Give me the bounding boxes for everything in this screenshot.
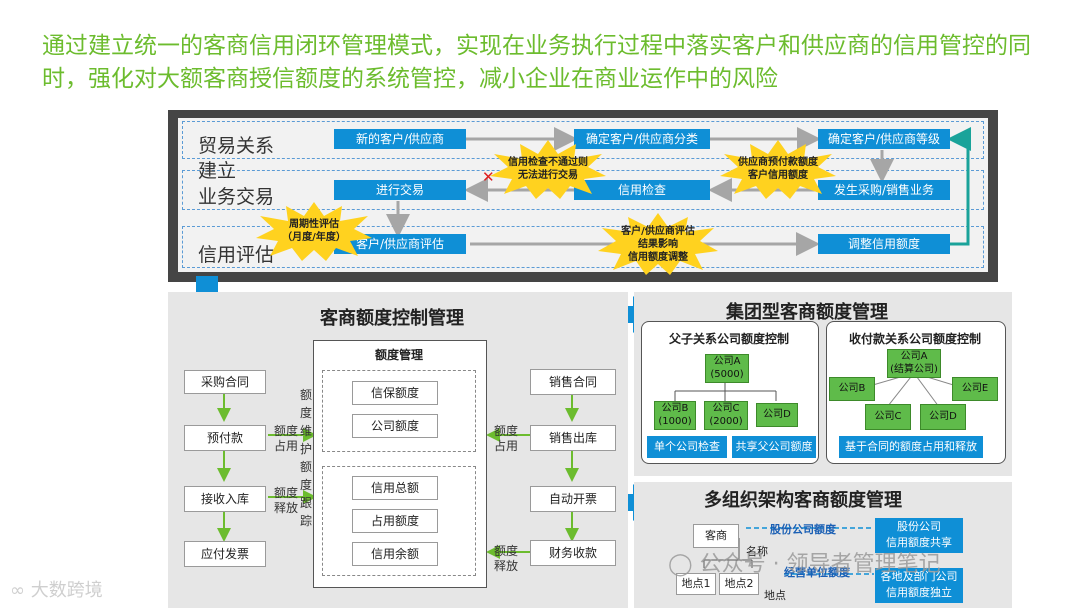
multi-org-title: 多组织架构客商额度管理 (704, 490, 902, 511)
multi-org-lines (703, 527, 874, 575)
row-label-transaction: 业务交易 (198, 186, 275, 208)
box-grade: 确定客户/供应商等级 (818, 129, 950, 149)
label-maintain-track: 额度维护额度跟踪 (299, 388, 312, 528)
node-pay-e: 公司E (952, 377, 998, 401)
box-credit-check: 信用检查 (574, 180, 710, 200)
node-company-b: 公司B(1000) (654, 401, 696, 430)
box-branch-company: 各地及部门公司信用额度独立 (875, 568, 963, 603)
label-place: 地点 (764, 589, 786, 602)
wechat-watermark: ◯ 公众号 · 领导者管理笔记 (668, 552, 941, 577)
parent-child-title: 父子关系公司额度控制 (668, 332, 789, 346)
box-sales-outbound: 销售出库 (530, 425, 616, 451)
btn-single-check: 单个公司检查 (647, 436, 727, 458)
box-receiving: 接收入库 (184, 486, 266, 512)
label-left-occupy: 额度占用 (274, 424, 299, 453)
label-share-quota: 股份公司额度 (770, 523, 836, 536)
burst-check-fail: 信用检查不通过则无法进行交易 (488, 138, 608, 200)
node-pay-c: 公司C (865, 404, 911, 430)
box-sales-contract: 销售合同 (530, 369, 616, 395)
burst-periodic: 周期性评估（月度/年度） (254, 200, 374, 262)
box-credit-balance: 信用余额 (352, 542, 438, 566)
box-occupied-quota: 占用额度 (352, 509, 438, 533)
label-right-release: 额度释放 (494, 544, 519, 573)
box-new-customer: 新的客户/供应商 (334, 129, 466, 149)
node-company-a: 公司A(5000) (705, 354, 749, 383)
node-place-1: 地点1 (676, 573, 716, 595)
box-adjust: 调整信用额度 (818, 234, 950, 254)
box-company-quota: 公司额度 (352, 414, 438, 438)
node-place-2: 地点2 (719, 573, 759, 595)
node-settlement-a: 公司A(结算公司) (887, 349, 941, 378)
row-label-evaluation: 信用评估 (198, 244, 275, 266)
btn-share-parent: 共享父公司额度 (732, 436, 816, 458)
box-share-company: 股份公司信用额度共享 (875, 518, 963, 553)
quota-management-title: 额度管理 (374, 348, 423, 362)
quota-arrows (217, 393, 579, 559)
box-insurance-quota: 信保额度 (352, 381, 438, 405)
box-trade: 进行交易 (334, 180, 466, 200)
quota-panel-title: 客商额度控制管理 (320, 308, 464, 329)
row-label-establish: 建立 (198, 160, 237, 182)
label-unit-quota: 经营单位额度 (784, 566, 850, 579)
cross-icon: ✕ (482, 168, 495, 186)
wechat-icon: ◯ (668, 552, 693, 577)
headline: 通过建立统一的客商信用闭环管理模式，实现在业务执行过程中落实客户和供应商的信用管… (42, 33, 1031, 92)
box-payable-invoice: 应付发票 (184, 541, 266, 567)
row-label-relationship: 贸易关系 (198, 135, 275, 157)
box-credit-total: 信用总额 (352, 476, 438, 500)
label-right-occupy: 额度占用 (494, 424, 519, 453)
quota-group-2 (322, 466, 476, 576)
label-left-release: 额度释放 (274, 486, 299, 515)
box-purchase-contract: 采购合同 (184, 370, 266, 394)
box-prepayment: 预付款 (184, 425, 266, 451)
btn-contract-quota: 基于合同的额度占用和释放 (839, 436, 983, 458)
box-evaluate: 客户/供应商评估 (334, 234, 466, 254)
node-merchant: 客商 (693, 524, 739, 548)
brand-watermark: ∞ 大数跨境 (10, 580, 103, 601)
group-panel-title: 集团型客商额度管理 (726, 302, 888, 323)
box-business: 发生采购/销售业务 (818, 180, 950, 200)
payment-relation-title: 收付款关系公司额度控制 (848, 332, 981, 346)
node-company-c: 公司C(2000) (704, 401, 748, 430)
burst-result: 客户/供应商评估结果影响信用额度调整 (596, 212, 720, 276)
brand-logo-icon: ∞ (10, 580, 25, 601)
quota-group-1 (322, 370, 476, 452)
box-auto-invoice: 自动开票 (530, 486, 616, 512)
node-company-d: 公司D (756, 403, 798, 427)
node-pay-b: 公司B (829, 377, 875, 401)
label-name: 名称 (746, 545, 768, 558)
parent-child-lines (674, 381, 777, 401)
node-pay-d: 公司D (920, 404, 966, 430)
box-classify: 确定客户/供应商分类 (574, 129, 710, 149)
box-collection: 财务收款 (530, 540, 616, 566)
band-evaluation (182, 226, 984, 268)
burst-prepay: 供应商预付款额度客户信用额度 (718, 138, 838, 200)
